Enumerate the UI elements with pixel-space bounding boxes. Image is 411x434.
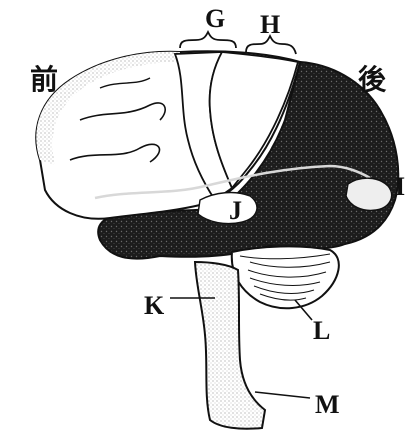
front-label: 前 bbox=[30, 66, 58, 94]
leader-m bbox=[255, 392, 310, 398]
label-j: J bbox=[229, 198, 242, 224]
region-i bbox=[346, 178, 392, 210]
label-l: L bbox=[313, 318, 330, 344]
brace-g bbox=[180, 32, 236, 48]
region-j bbox=[198, 193, 257, 224]
label-m: M bbox=[315, 392, 340, 418]
back-label: 後 bbox=[358, 66, 386, 94]
label-k: K bbox=[144, 293, 164, 319]
label-i: I bbox=[395, 174, 405, 200]
label-h: H bbox=[260, 12, 280, 38]
label-g: G bbox=[205, 6, 225, 32]
